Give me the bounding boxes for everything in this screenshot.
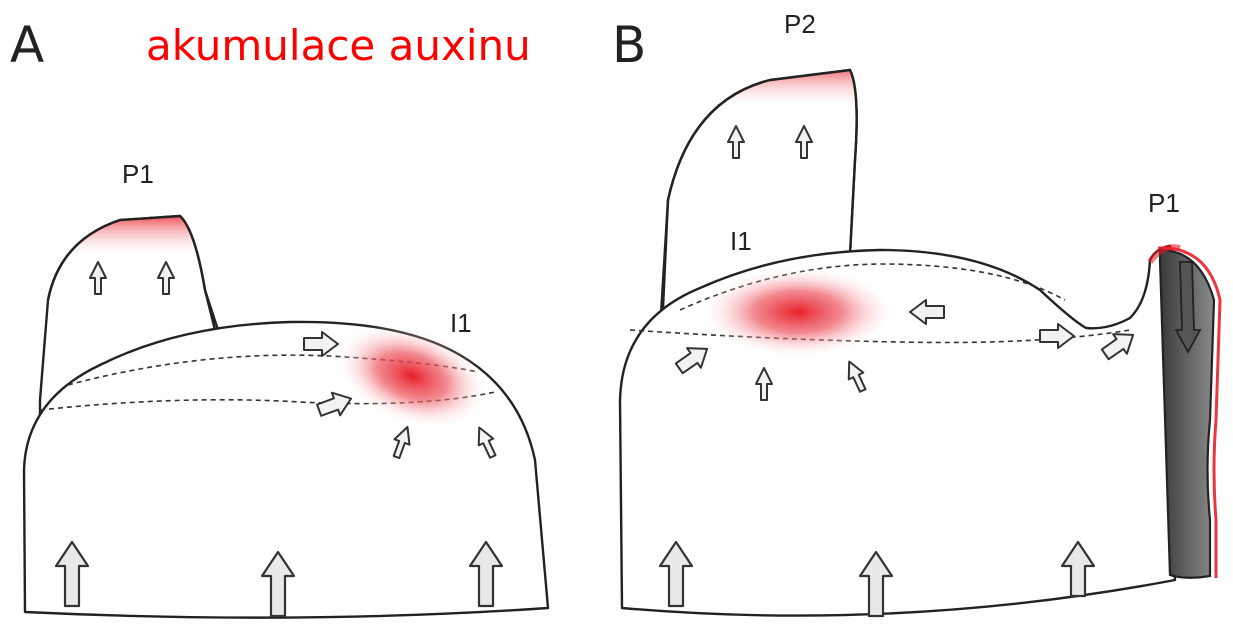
panel-b-label-i1: I1 bbox=[730, 226, 752, 256]
panel-b-letter: B bbox=[612, 16, 646, 74]
panel-a: A akumulace auxinu P1 I1 bbox=[10, 16, 548, 618]
panel-b: B P2 I1 P1 bbox=[612, 9, 1220, 616]
panel-a-label-p1: P1 bbox=[122, 159, 154, 189]
panel-a-letter: A bbox=[10, 16, 44, 74]
panel-b-label-p1: P1 bbox=[1148, 188, 1180, 218]
panel-a-p1-auxin-tip bbox=[40, 210, 220, 258]
diagram-title: akumulace auxinu bbox=[146, 21, 531, 70]
panel-b-i1-auxin-spot bbox=[700, 266, 896, 358]
panel-a-label-i1: I1 bbox=[450, 308, 472, 338]
panel-b-label-p2: P2 bbox=[784, 9, 816, 39]
